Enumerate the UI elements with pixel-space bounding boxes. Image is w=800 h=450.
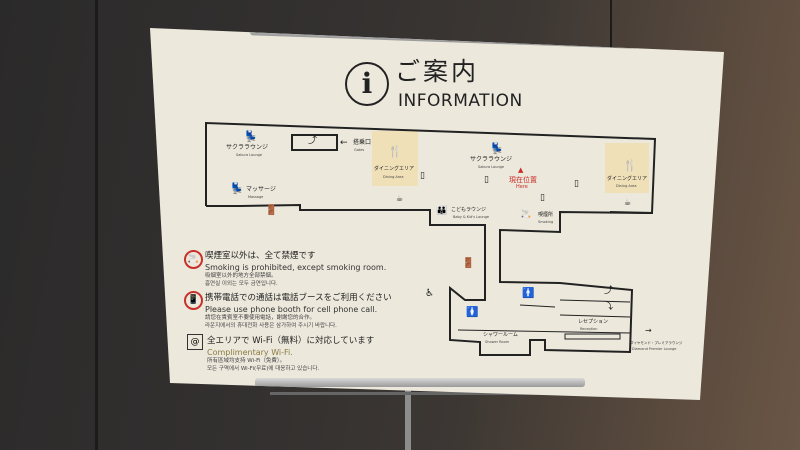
sign-stand-pole (405, 390, 411, 450)
escalator-icon: ⤴ (308, 136, 318, 146)
lounge-chair-icon: 💺 (244, 130, 258, 143)
coffee-icon: ☕ (396, 194, 404, 203)
coffee-icon: ☕ (624, 198, 632, 207)
no-smoking-icon: 🚬 (184, 250, 203, 269)
sakura-lounge-sublabel: Sakura Lounge (236, 153, 263, 157)
arrow-right-icon: → (645, 326, 652, 335)
smoking-icon: 🚬 (521, 209, 531, 218)
notice-wifi-ko: 모든 구역에서 Wi-Fi(무료)에 대응하고 있습니다. (207, 366, 320, 372)
notice-wifi-jp: 全エリアで Wi-Fi（無料）に対応しています (207, 336, 375, 346)
gates-sublabel: Gates (354, 148, 365, 152)
title-japanese: ご案内 (395, 57, 480, 86)
restroom-woman-icon: 🚺 (466, 307, 479, 318)
diamond-lounge-sublabel: Diamond Premier Lounge (632, 347, 677, 351)
you-are-here-marker-icon: ▲ (518, 166, 524, 174)
arrow-left-icon: ← (340, 138, 348, 148)
kids-lounge-sublabel: Baby & Kid's Lounge (453, 215, 490, 219)
shower-room-sublabel: Shower Room (485, 340, 510, 344)
sign-stand-base (270, 392, 590, 395)
notice-phone-jp: 携帯電話での通話は電話ブースをご利用ください (205, 293, 392, 303)
notice-phone-ko: 라운지에서의 휴대전화 사용은 삼가하여 주시기 바랍니다. (205, 323, 337, 329)
accessible-restroom-icon: ♿ (425, 288, 434, 299)
sakura-lounge-label: サクララウンジ (470, 156, 513, 163)
fork-knife-icon: 🍴 (623, 159, 637, 172)
phone-booth-icon: ▯ (574, 179, 579, 189)
phone-booth-icon: ▯ (420, 171, 425, 181)
bottom-clip-rail (255, 378, 585, 387)
lounge-chair-icon: 💺 (490, 142, 504, 155)
escalator-icon: ⤵ (604, 302, 614, 312)
here-label: 現在位置 (509, 176, 537, 184)
fork-knife-icon: 🍴 (388, 145, 402, 158)
notice-smoking-zh: 吸烟室以外的地方全部禁烟。 (205, 273, 277, 279)
escalator-icon: ⤴ (604, 286, 614, 296)
notice-smoking-jp: 喫煙室以外は、全て禁煙です (205, 251, 316, 261)
dining-area-label: ダイニングエリア (374, 166, 415, 172)
notice-smoking-en: Smoking is prohibited, except smoking ro… (205, 263, 387, 272)
emergency-exit-icon: 🚪 (462, 258, 475, 269)
massage-chair-icon: 💺 (230, 182, 244, 195)
gates-label: 搭乗口 (353, 139, 372, 146)
notice-wifi-en: Complimentary Wi-Fi. (207, 348, 293, 357)
no-phone-icon: 📱 (184, 291, 203, 310)
notice-smoking-ko: 흡연실 이외는 모두 금연입니다. (205, 281, 278, 287)
notice-phone-zh: 請您在貴賓室不要使用電話，謝謝您的合作。 (205, 315, 316, 321)
emergency-exit-icon: 🚪 (265, 205, 278, 216)
wall-edge (95, 0, 98, 450)
notice-phone-en: Please use phone booth for cell phone ca… (205, 305, 378, 314)
reception-sublabel: Reception (580, 327, 598, 331)
sakura-lounge-sublabel: Sakura Lounge (478, 165, 505, 169)
notice-wifi-zh: 所有區域均支持 Wi-Fi（免費）。 (207, 358, 286, 364)
dining-area-label: ダイニングエリア (607, 176, 648, 182)
wall-edge (610, 0, 612, 60)
dining-area-2 (605, 143, 649, 193)
reception-label: レセプション (578, 319, 609, 325)
shower-room-label: シャワールーム (483, 332, 518, 338)
smoking-label: 喫煙所 (538, 212, 554, 218)
phone-booth-icon: ▯ (540, 193, 545, 203)
kids-icon: 👪 (436, 206, 448, 216)
sakura-lounge-label: サクララウンジ (226, 144, 269, 151)
dining-area-1 (372, 131, 418, 186)
here-sublabel: Here (516, 184, 528, 190)
smoking-sublabel: Smoking (538, 220, 554, 224)
massage-label: マッサージ (246, 186, 276, 193)
title-english: INFORMATION (398, 91, 523, 111)
wifi-icon: @ (187, 334, 203, 350)
dining-area-sublabel: Dining Area (383, 175, 404, 179)
diamond-lounge-label: ダイヤモンド・プレミアラウンジ (630, 341, 683, 345)
dining-area-sublabel: Dining Area (616, 184, 637, 188)
information-icon: i (345, 62, 389, 106)
restroom-man-icon: 🚹 (522, 288, 535, 299)
phone-booth-icon: ▯ (484, 175, 489, 185)
massage-sublabel: Massage (248, 195, 264, 199)
kids-lounge-label: こどもラウンジ (451, 207, 487, 213)
